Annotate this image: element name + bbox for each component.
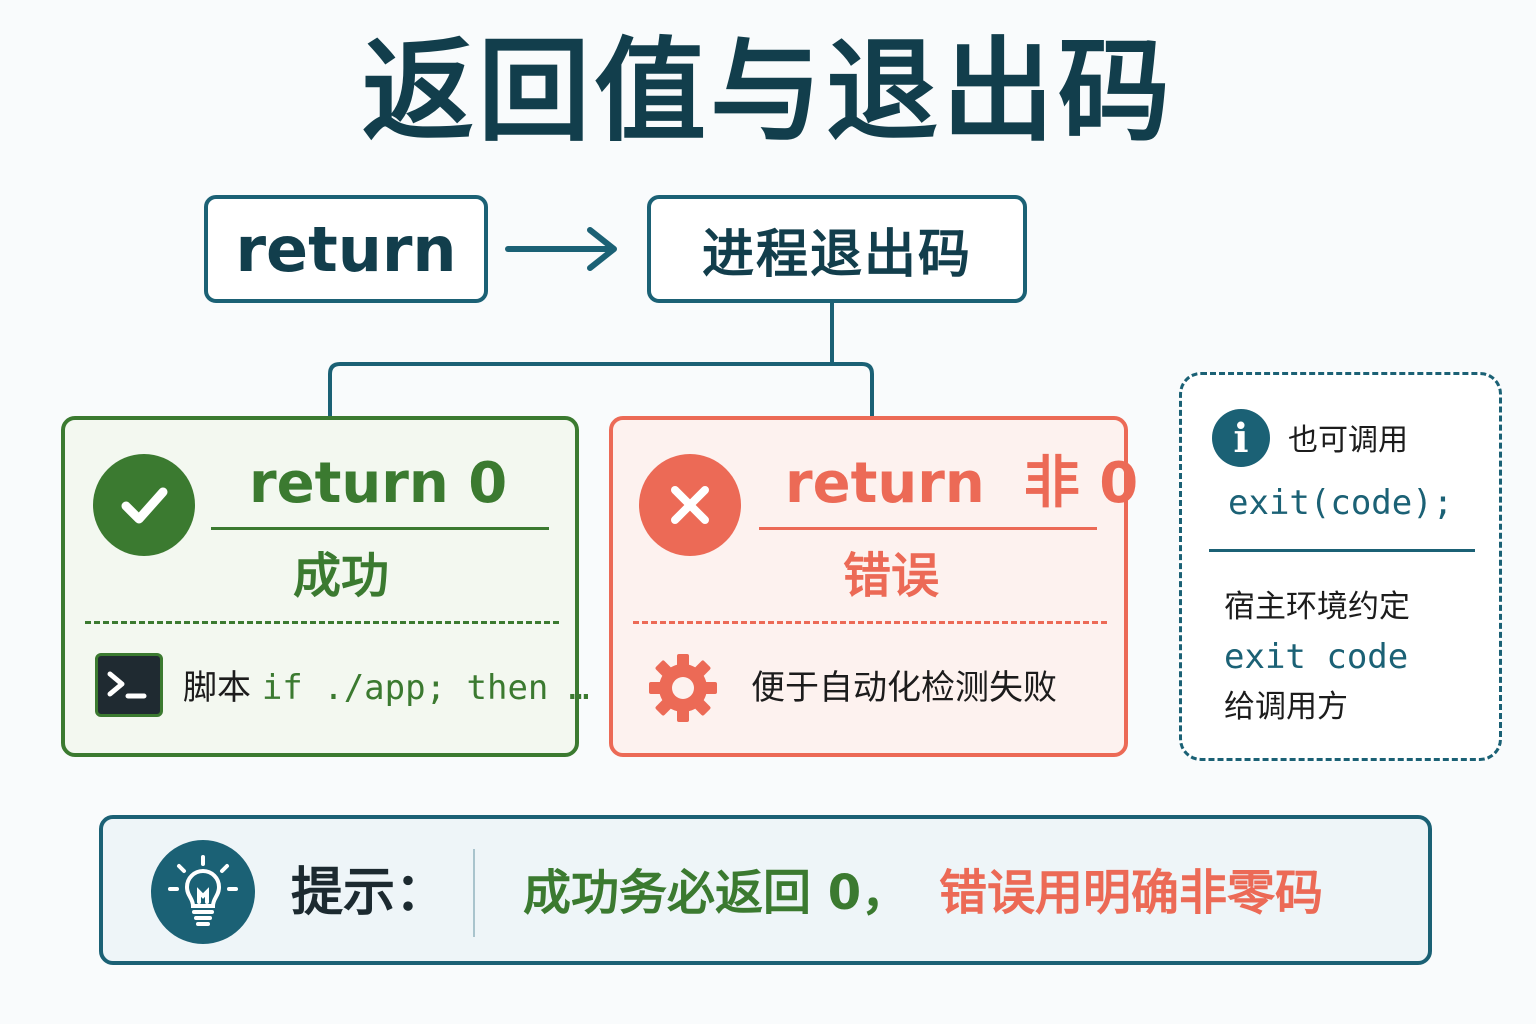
error-card: return 非 0 错误 便于自动化检测失败 [609, 416, 1138, 757]
success-divider [85, 621, 559, 624]
info-rule [1209, 549, 1475, 552]
exit-code-label: 进程退出码 [701, 224, 972, 285]
check-circle-icon [93, 454, 195, 556]
info-line-1: 也可调用 [1288, 423, 1408, 458]
tip-success-text: 成功务必返回 0， [523, 865, 910, 921]
branch-connector [328, 303, 874, 416]
info-line-2: 宿主环境约定 [1224, 589, 1410, 625]
exit-code-box: 进程退出码 [647, 195, 1027, 303]
tip-box: 提示： 成功务必返回 0， 错误用明确非零码 [99, 815, 1432, 965]
info-icon: i [1212, 409, 1270, 467]
error-row-text: 便于自动化检测失败 [751, 668, 1057, 708]
return-box: return [204, 195, 488, 303]
error-heading-rule [759, 527, 1097, 530]
success-subtitle: 成功 [293, 548, 390, 604]
error-divider [633, 621, 1107, 624]
script-label: 脚本 [183, 668, 251, 708]
info-card: i 也可调用 exit(code); 宿主环境约定 exit code 给调用方 [1179, 372, 1502, 761]
tip-divider [473, 849, 475, 937]
tip-error-text: 错误用明确非零码 [939, 865, 1324, 921]
x-circle-icon [639, 454, 741, 556]
info-code-2: exit code [1224, 637, 1409, 677]
success-heading: return 0 [249, 451, 508, 516]
return-label: return [235, 212, 457, 286]
page-title: 返回值与退出码 [362, 27, 1174, 157]
success-heading-rule [211, 527, 549, 530]
info-line-3: 给调用方 [1224, 689, 1348, 725]
error-subtitle: 错误 [843, 548, 940, 604]
lightbulb-icon [151, 840, 255, 944]
gear-icon [647, 652, 719, 724]
success-card: return 0 成功 脚本 if ./app; then … [61, 416, 589, 757]
tip-label: 提示： [291, 863, 448, 923]
info-code-1: exit(code); [1228, 483, 1454, 523]
success-row-text: 脚本 if ./app; then … [183, 668, 589, 708]
script-code: if ./app; then … [261, 668, 590, 708]
error-heading: return 非 0 [785, 451, 1139, 516]
flow-arrow [505, 227, 617, 271]
terminal-icon [95, 653, 163, 717]
